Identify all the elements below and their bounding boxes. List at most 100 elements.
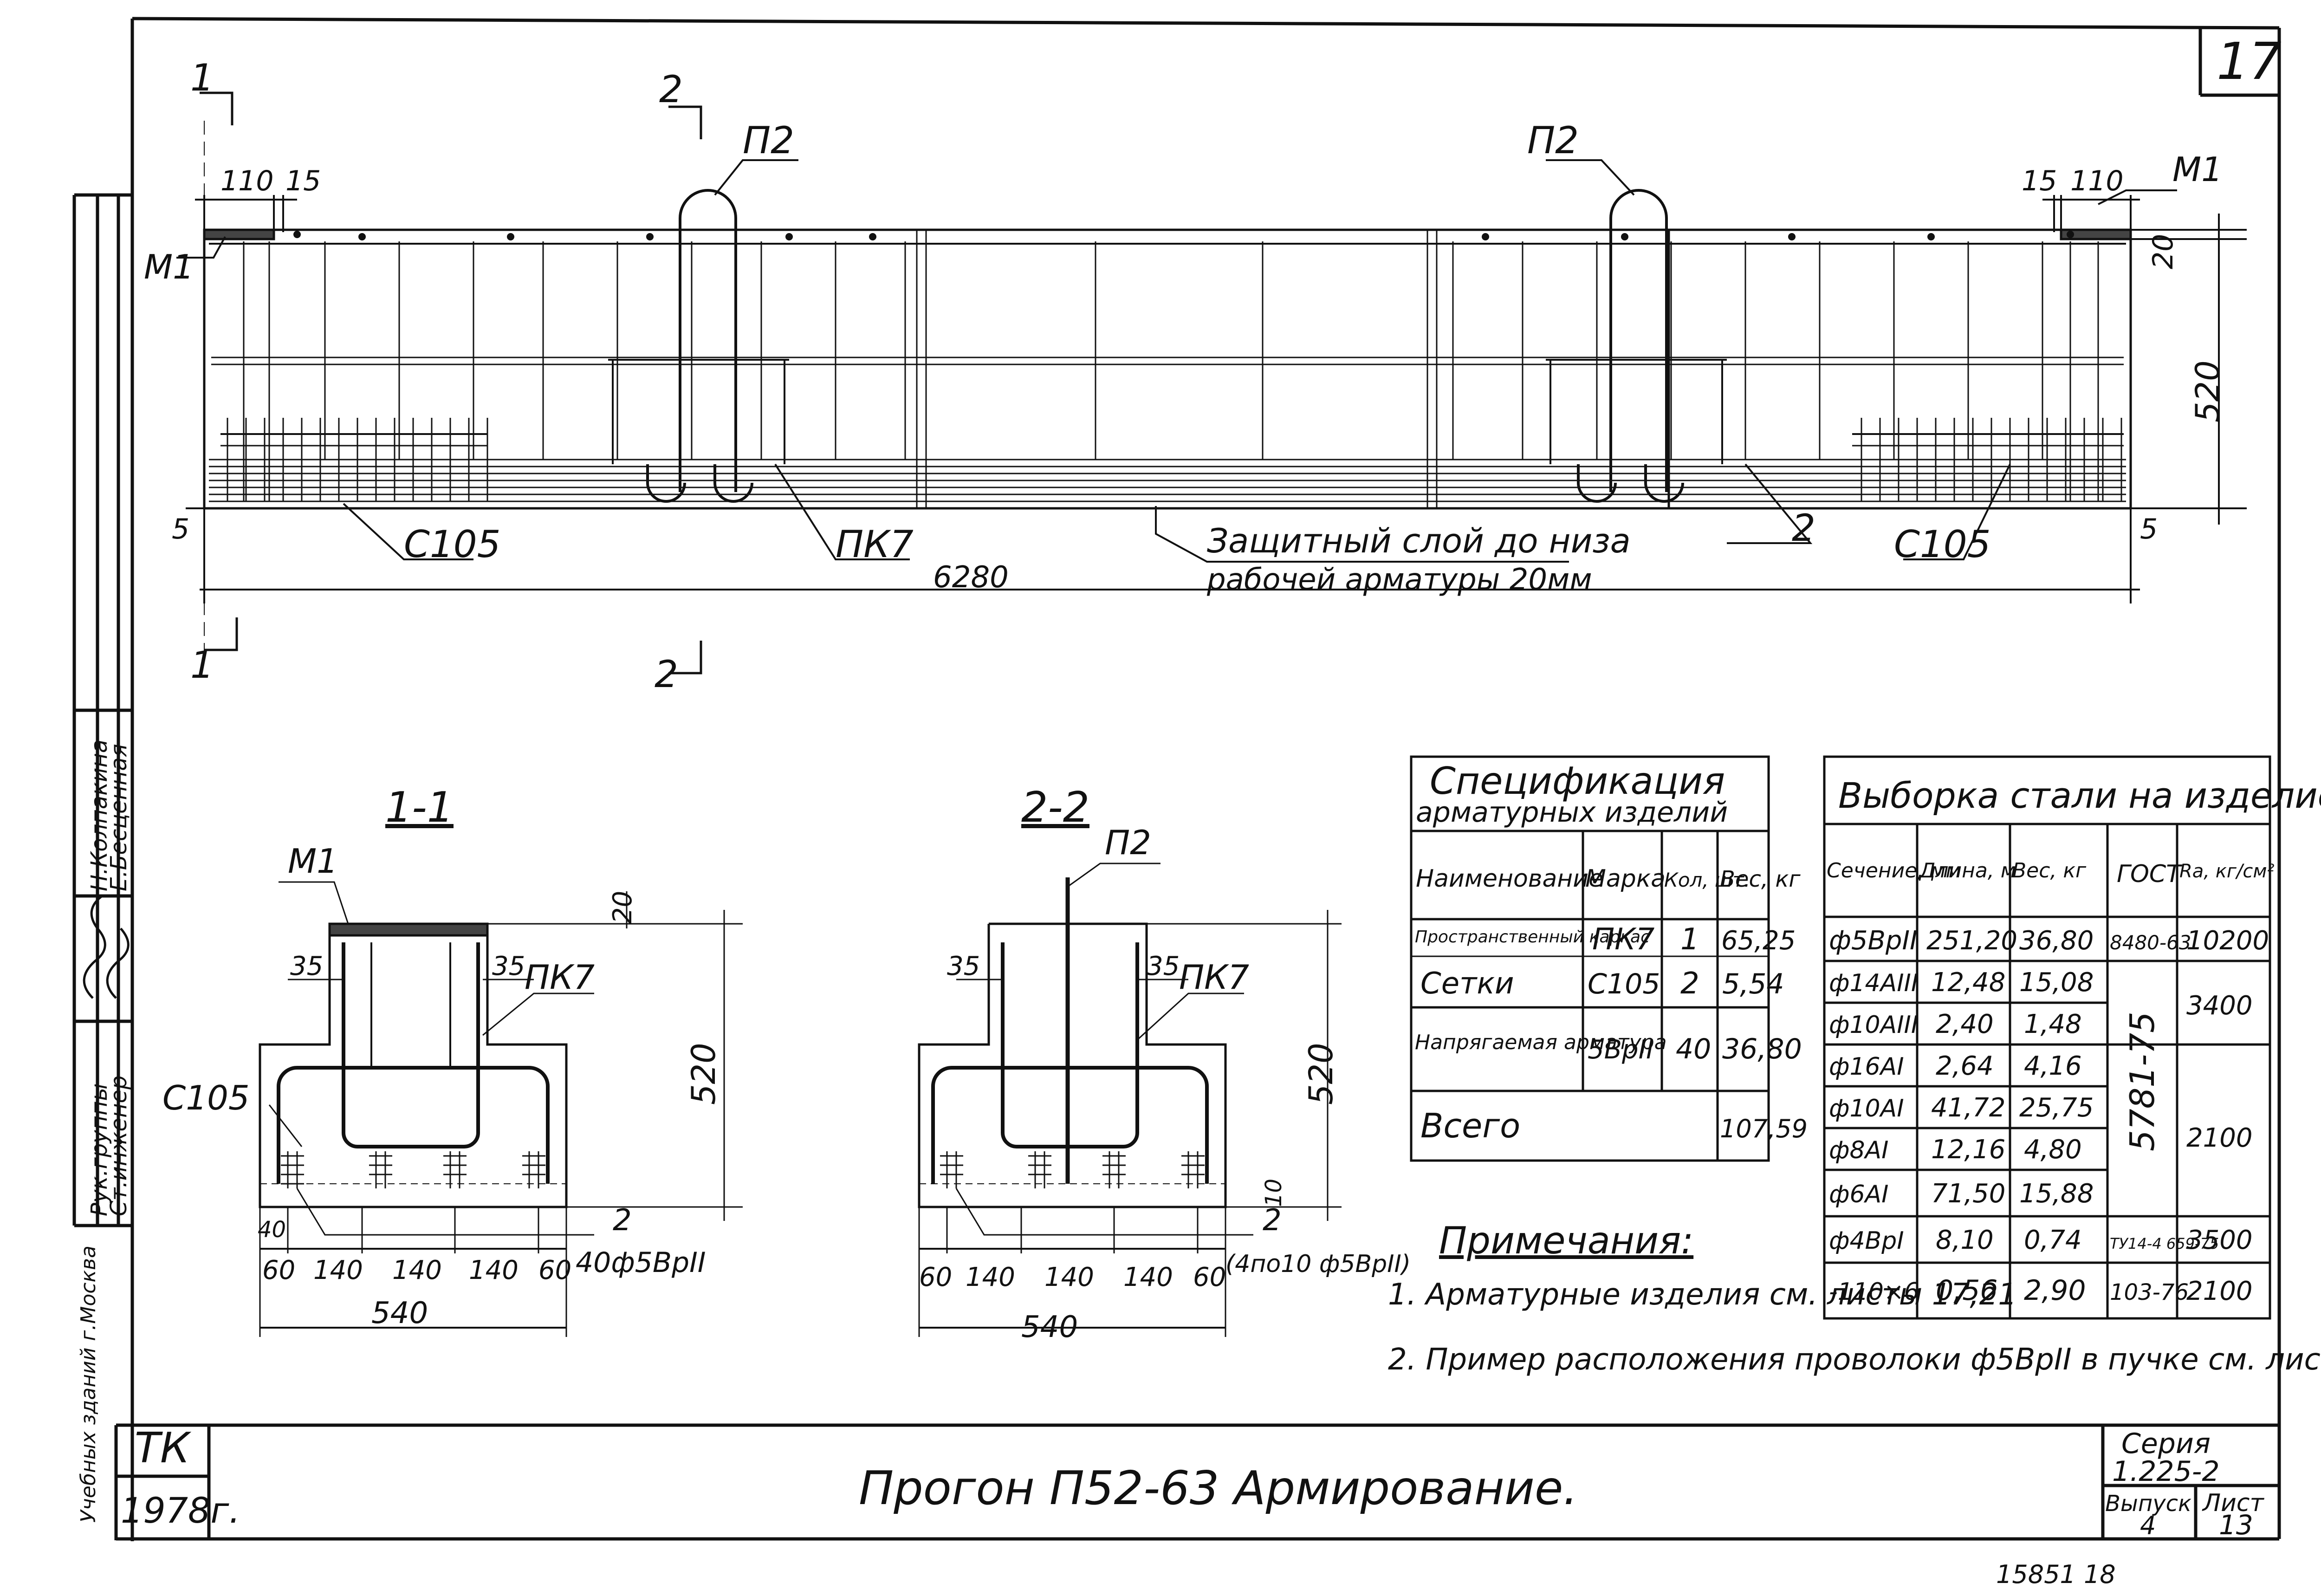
dim-5-right: 5 <box>2140 513 2158 545</box>
spec-total-label: Всего <box>1420 1106 1520 1145</box>
dim-20: 20 <box>2147 234 2179 269</box>
s1-callout-2: 2 <box>613 1203 632 1238</box>
section-1-1-strands <box>281 1151 545 1188</box>
spec-r1-qty: 1 <box>1680 922 1699 957</box>
section-mark-2-top: 2 <box>659 68 683 111</box>
elevation-labels: 1 1 2 2 П2 П2 М1 М1 110 15 15 110 20 520… <box>144 56 2227 696</box>
steel-h-weight: Вес, кг <box>2012 859 2087 882</box>
steel-table-text: Выборка стали на изделие Сечение, мм Дли… <box>1827 775 2321 1307</box>
steel-r6-sec: ф8АI <box>1829 1136 1888 1164</box>
steel-r6-len: 12,16 <box>1931 1135 2005 1165</box>
spec-r2-name: Сетки <box>1420 967 1514 1001</box>
sheet-label: Лист <box>2202 1489 2264 1517</box>
dim-5-left: 5 <box>172 513 189 545</box>
section-1-1 <box>259 881 743 1337</box>
cover-note-line-2: рабочей арматуры 20мм <box>1206 563 1592 597</box>
signature-2 <box>106 928 130 999</box>
s1-dim-520: 520 <box>685 1043 723 1105</box>
steel-gost-2: 5781-75 <box>2123 1012 2162 1151</box>
stamp-name-2: Е.Бесценная <box>106 744 132 891</box>
steel-r9-len: 0,56 <box>1936 1274 1998 1307</box>
notes: Примечания: 1. Арматурные изделия см. ли… <box>1388 1219 2321 1377</box>
s2-callout-bundle: (4по10 ф5ВрII) <box>1225 1250 1411 1278</box>
steel-ra-3: 2100 <box>2186 1123 2253 1153</box>
sheet-corner-number: 17 <box>2217 32 2282 91</box>
steel-r6-wt: 4,80 <box>2024 1135 2082 1165</box>
steel-h-length: Длина, м <box>1919 859 2016 882</box>
steel-r3-wt: 1,48 <box>2024 1009 2082 1039</box>
spec-title-1: Спецификация <box>1430 759 1725 803</box>
spec-r2-wt: 5,54 <box>1722 968 1784 1000</box>
label-m1-right: М1 <box>2172 150 2223 189</box>
cover-note-line-1: Защитный слой до низа <box>1207 521 1631 560</box>
note-1: 1. Арматурные изделия см. листы 17,21 <box>1388 1278 2017 1312</box>
label-m1-left: М1 <box>144 247 194 286</box>
steel-r4-sec: ф16АI <box>1829 1053 1904 1081</box>
sheet-value: 13 <box>2219 1509 2253 1541</box>
s1-label-pk7: ПК7 <box>525 958 595 997</box>
s1-dim-540: 540 <box>371 1296 428 1330</box>
steel-ra-2: 3400 <box>2186 991 2253 1021</box>
steel-r2-len: 12,48 <box>1931 967 2005 998</box>
stamp-role-2: Ст.инженер <box>106 1076 132 1216</box>
steel-gost-3: ТУ14-4 659-75 <box>2110 1235 2219 1252</box>
spec-r1-wt: 65,25 <box>1721 926 1796 956</box>
spec-r3-wt: 36,80 <box>1722 1033 1802 1065</box>
s2-dim-520: 520 <box>1302 1043 1340 1105</box>
steel-h-section: Сечение, мм <box>1827 859 1961 882</box>
steel-title: Выборка стали на изделие <box>1838 775 2321 816</box>
s2-dim-140-3: 140 <box>1123 1262 1173 1292</box>
spec-r3-mark: 5ВрII <box>1588 1035 1654 1065</box>
spec-h-wt: Вес, кг <box>1720 866 1801 892</box>
dim-520: 520 <box>2189 360 2227 422</box>
steel-ra-5: 2100 <box>2186 1276 2253 1306</box>
s1-dim-35-left: 35 <box>290 951 323 981</box>
steel-r7-wt: 15,88 <box>2019 1179 2094 1209</box>
series-label: Серия <box>2121 1427 2211 1460</box>
steel-r5-len: 41,72 <box>1931 1093 2005 1123</box>
label-pk7: ПК7 <box>836 523 914 566</box>
steel-ra-4: 3500 <box>2186 1225 2253 1255</box>
s2-label-p2: П2 <box>1105 823 1151 862</box>
notes-title: Примечания: <box>1439 1219 1693 1262</box>
stamp-name-1: Н.Колпакина <box>86 740 112 891</box>
steel-gost-4: 103-76 <box>2110 1279 2189 1305</box>
s2-dim-60-left: 60 <box>919 1262 952 1292</box>
signature-1 <box>83 895 106 999</box>
elevation-dims <box>176 91 2247 675</box>
steel-r9-wt: 2,90 <box>2024 1274 2086 1307</box>
section-mark-1-top: 1 <box>190 56 214 99</box>
issue-label: Выпуск <box>2105 1491 2191 1517</box>
spec-r1-name: Пространственный каркас <box>1415 928 1650 947</box>
section-1-1-title: 1-1 <box>385 783 454 832</box>
beam-elevation <box>203 189 2132 510</box>
label-p2-left: П2 <box>743 119 794 162</box>
series-value: 1.225-2 <box>2112 1455 2220 1488</box>
s1-dim-35-right: 35 <box>492 951 525 981</box>
s2-dim-35-left: 35 <box>947 951 980 981</box>
s2-dim-60-right: 60 <box>1193 1262 1226 1292</box>
s1-dim-140-1: 140 <box>313 1255 363 1285</box>
s2-dim-540: 540 <box>1021 1310 1078 1344</box>
steel-r7-len: 71,50 <box>1931 1179 2005 1209</box>
s2-dim-10: 10 <box>1261 1179 1287 1207</box>
section-2-2 <box>918 863 1342 1337</box>
steel-r3-len: 2,40 <box>1936 1009 1994 1039</box>
s2-callout-2: 2 <box>1263 1203 1282 1238</box>
section-2-2-strands <box>940 1151 1205 1188</box>
steel-r5-wt: 25,75 <box>2019 1093 2094 1123</box>
dim-6280: 6280 <box>933 560 1009 595</box>
label-p2-right: П2 <box>1527 119 1579 162</box>
spec-h-qty: Кол, шт. <box>1664 869 1750 891</box>
spec-r2-qty: 2 <box>1680 967 1699 1001</box>
org-code: ТК <box>135 1424 192 1473</box>
section-2-2-title: 2-2 <box>1021 783 1089 832</box>
sheet-frame <box>72 17 2281 1541</box>
steel-r1-wt: 36,80 <box>2019 926 2094 956</box>
steel-r7-sec: ф6АI <box>1829 1181 1888 1208</box>
dim-110-left: 110 <box>220 165 274 197</box>
s1-dim-140-2: 140 <box>392 1255 442 1285</box>
footer-stamp: 15851 18 <box>1996 1560 2116 1589</box>
stamp-role-1: Рук.группы <box>86 1083 112 1216</box>
